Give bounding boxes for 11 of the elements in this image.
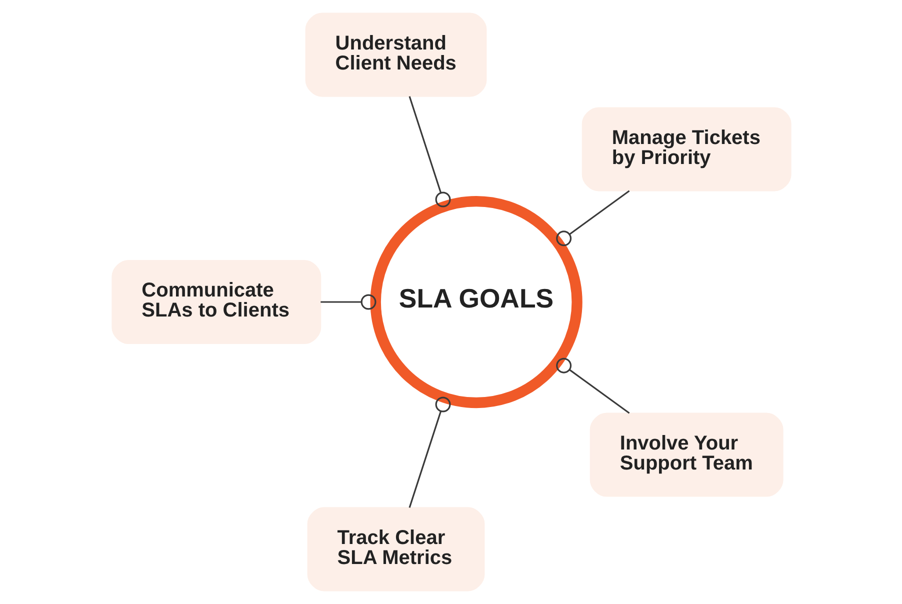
node-box: Involve Your Support Team — [589, 412, 783, 497]
connector — [408, 396, 450, 508]
node-box: Track Clear SLA Metrics — [306, 507, 484, 592]
node-box: Manage Tickets by Priority — [581, 107, 791, 192]
connector — [320, 294, 376, 310]
connector — [408, 96, 450, 208]
connector — [556, 190, 630, 246]
node-circle: SLA GOALS — [370, 196, 582, 408]
node-box: Communicate SLAs to Clients — [111, 260, 321, 344]
node-box: Understand Client Needs — [304, 12, 486, 97]
connector — [556, 358, 630, 414]
